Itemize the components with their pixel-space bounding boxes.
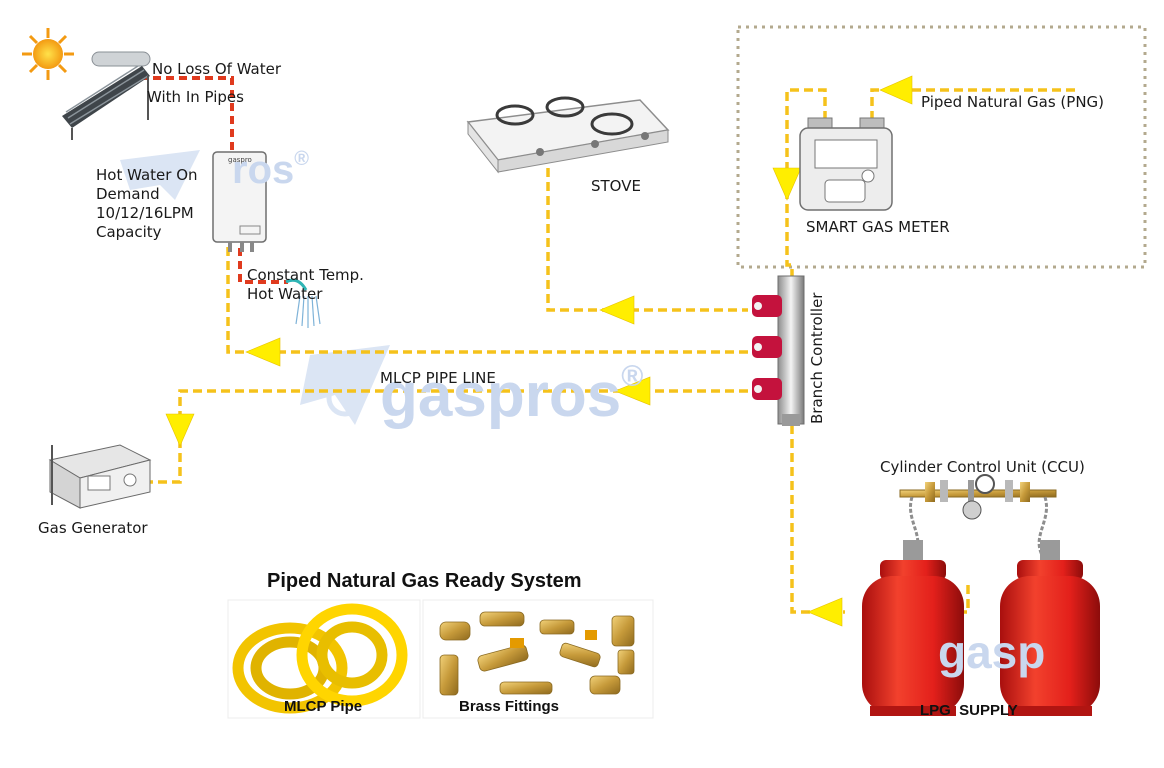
watermark-logo-center — [300, 345, 390, 425]
label-smart-gas-meter: SMART GAS METER — [806, 218, 950, 236]
arrow-meter-down — [772, 167, 802, 201]
shower-icon — [285, 278, 321, 328]
water-line — [140, 76, 288, 284]
arrow-from-lpg — [807, 597, 843, 627]
watermark-right: gasp — [938, 625, 1045, 679]
solar-water-heater-icon — [62, 51, 151, 140]
system-title: Piped Natural Gas Ready System — [267, 570, 582, 592]
label-constant-temp-line-1: Constant Temp. — [247, 266, 364, 284]
ccu-manifold-icon — [899, 474, 1057, 556]
label-no-loss: No Loss Of Water — [152, 60, 282, 78]
label-with-in-pipes: With In Pipes — [147, 88, 244, 106]
sun-icon — [22, 28, 74, 80]
mlcp-pipe-image — [227, 599, 421, 719]
label-ccu: Cylinder Control Unit (CCU) — [880, 458, 1085, 476]
label-branch-controller: Branch Controller — [808, 292, 826, 424]
flow-arrows — [165, 75, 913, 627]
heater-brand: gaspro — [228, 156, 252, 164]
arrow-png-in — [879, 75, 913, 105]
brass-fittings-image — [422, 599, 654, 719]
label-hot-water-line-4: Capacity — [96, 223, 162, 241]
gas-generator-icon — [48, 444, 152, 509]
arrow-mlcp-line — [614, 376, 651, 406]
watermark-small: ros® — [232, 148, 309, 193]
label-stove: STOVE — [591, 177, 641, 195]
smart-gas-meter-icon — [799, 117, 893, 211]
label-hot-water-line-3: 10/12/16LPM — [96, 204, 194, 222]
watermark-small-text: ros — [232, 148, 295, 192]
label-hot-water-line-2: Demand — [96, 185, 160, 203]
water-heater-icon — [212, 151, 267, 252]
watermark-center-mark: ® — [621, 360, 644, 393]
lpg-cylinder-left — [862, 540, 964, 716]
watermark-center-text: gaspros — [380, 361, 622, 430]
arrow-to-heater — [245, 337, 281, 367]
branch-controller-icon — [752, 275, 805, 426]
label-hot-water-line-1: Hot Water On — [96, 166, 198, 184]
watermark-right-text: gasp — [938, 626, 1046, 678]
stove-icon — [466, 96, 670, 174]
arrow-to-generator — [165, 413, 195, 447]
caption-brass-fittings: Brass Fittings — [459, 698, 560, 715]
png-boundary-box — [736, 25, 1147, 269]
label-constant-temp-line-2: Hot Water — [247, 285, 323, 303]
watermark-center: gaspros® — [380, 360, 643, 431]
watermark-small-mark: ® — [294, 148, 309, 170]
label-gas-generator: Gas Generator — [38, 519, 148, 537]
watermark-logo-small — [120, 150, 200, 200]
caption-mlcp-pipe: MLCP Pipe — [284, 698, 363, 715]
label-piped-natural-gas: Piped Natural Gas (PNG) — [921, 93, 1105, 111]
label-lpg-supply: LPG SUPPLY — [920, 702, 1018, 719]
lpg-cylinder-right — [1000, 540, 1100, 716]
label-mlcp-pipe-line: MLCP PIPE LINE — [380, 369, 496, 387]
arrow-to-stove — [599, 295, 635, 325]
